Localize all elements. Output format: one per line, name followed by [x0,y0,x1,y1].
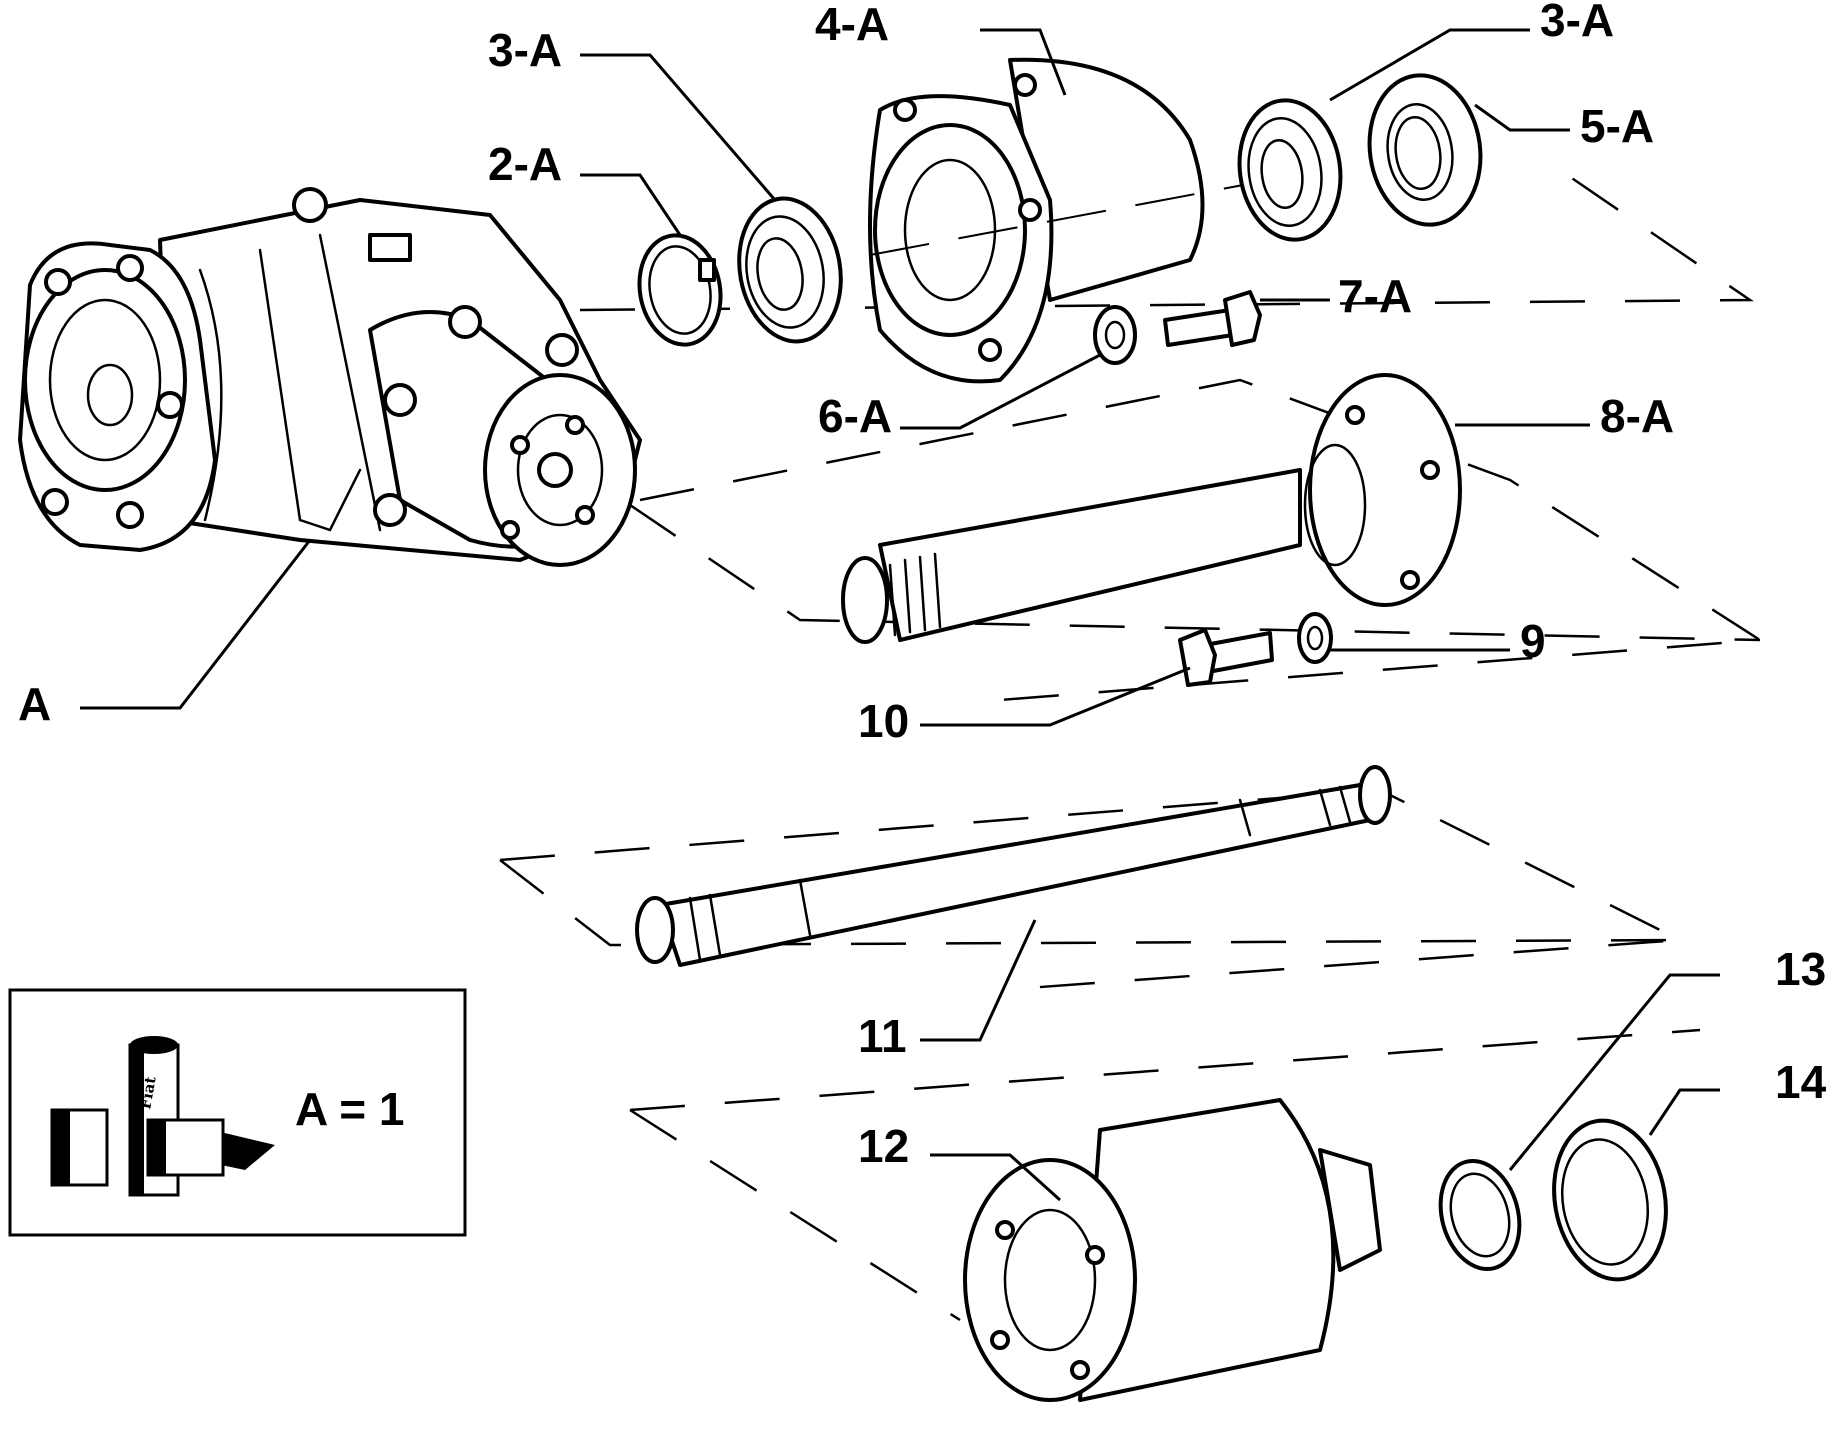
callout-7a: 7-A [1338,270,1412,322]
snap-ring-part-2a [637,233,723,347]
callout-labels: A 2-A 3-A 4-A 3-A 5-A 6-A 7-A 8-A 9 10 1… [18,0,1827,1172]
callout-5a: 5-A [1580,100,1654,152]
ring-nut-part-13 [1438,1158,1522,1272]
fiat-oil-package-icon: Fiat [50,1036,275,1197]
leader-lines [80,28,1720,1202]
legend-box: Fiat A = 1 [8,988,467,1237]
callout-8a: 8-A [1600,390,1674,442]
callout-14: 14 [1775,1056,1827,1108]
washer-part-6a [1093,305,1137,365]
bolt-part-7a [1163,290,1262,347]
callout-11: 11 [858,1010,907,1062]
callout-3a-right: 3-A [1540,0,1614,46]
seal-ring-part-14 [1552,1118,1668,1282]
bearing-part-3a-left [737,196,843,344]
package-label: Fiat [136,1075,159,1111]
callout-9: 9 [1520,615,1546,667]
callout-2a: 2-A [488,138,562,190]
callout-10: 10 [858,695,909,747]
callout-12: 12 [858,1120,909,1172]
bolt-part-10 [1178,628,1274,687]
callout-a: A [18,678,51,730]
bearing-part-3a-right [1237,98,1343,242]
differential-housing-part-a [18,187,642,567]
callout-3a-left: 3-A [488,24,562,76]
callout-6a: 6-A [818,390,892,442]
hub-casing-part-12 [963,1098,1382,1402]
oil-seal-part-5a [1367,73,1483,227]
washer-part-9 [1297,612,1333,664]
flange-housing-part-4a [868,57,1271,384]
flanged-shaft-part-8a [841,373,1462,644]
callout-4a: 4-A [815,0,889,50]
axle-shaft-part-11 [635,765,1392,967]
legend-equation: A = 1 [295,1083,405,1135]
assembly-guide-lines [499,168,1764,1322]
callout-13: 13 [1775,943,1826,995]
